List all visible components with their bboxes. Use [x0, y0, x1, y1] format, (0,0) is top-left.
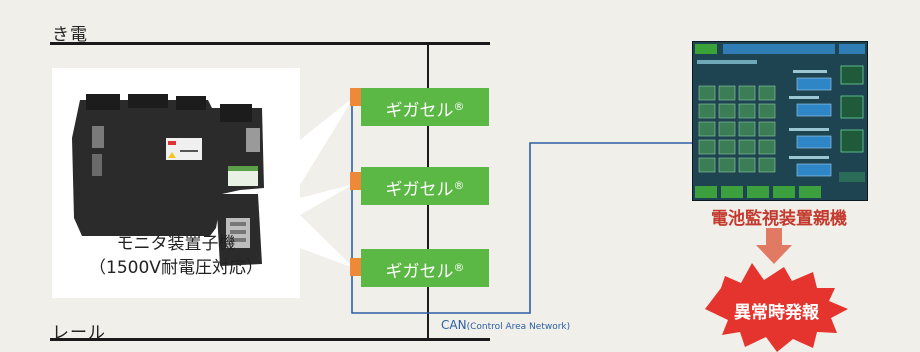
parent-unit-panel-image [692, 41, 868, 201]
monitor-sub-unit [52, 68, 300, 298]
cell-terminal-2 [350, 172, 361, 190]
registered-mark: ® [453, 100, 465, 113]
rail [50, 338, 490, 341]
alarm-label: 異常時発報 [734, 303, 819, 323]
registered-mark: ® [453, 179, 465, 192]
can-label-main: CAN [441, 318, 467, 332]
can-label: CAN(Control Area Network) [441, 318, 570, 332]
can-line [351, 97, 692, 314]
parent-unit-label: 電池監視装置親機 [711, 209, 847, 229]
callout-wedge-bottom [300, 215, 354, 268]
gigacell-module-2: ギガセル® [361, 167, 489, 205]
alarm-starburst [705, 263, 848, 352]
gigacell-label: ギガセル [385, 180, 454, 200]
callout-wedge-middle [300, 184, 354, 215]
monitor-caption-line1: モニタ装置子機 [116, 234, 236, 254]
trolley-wire [50, 42, 490, 45]
down-arrow [756, 228, 792, 264]
monitor-device-image [72, 94, 264, 266]
can-label-sub: (Control Area Network) [466, 322, 571, 332]
cell-terminal-1 [350, 88, 361, 106]
panel-screen [693, 42, 867, 200]
monitor-caption: モニタ装置子機 （1500V耐電圧対応） [52, 232, 300, 280]
gigacell-label: ギガセル [385, 101, 454, 121]
cell-terminal-3 [350, 258, 361, 276]
gigacell-module-3: ギガセル® [361, 249, 489, 287]
gigacell-label: ギガセル [385, 262, 454, 282]
trolley-wire-label: き電 [52, 25, 88, 45]
callout-wedge-top [300, 97, 354, 185]
gigacell-module-1: ギガセル® [361, 88, 489, 126]
registered-mark: ® [453, 261, 465, 274]
monitor-caption-line2: （1500V耐電圧対応） [89, 258, 263, 278]
